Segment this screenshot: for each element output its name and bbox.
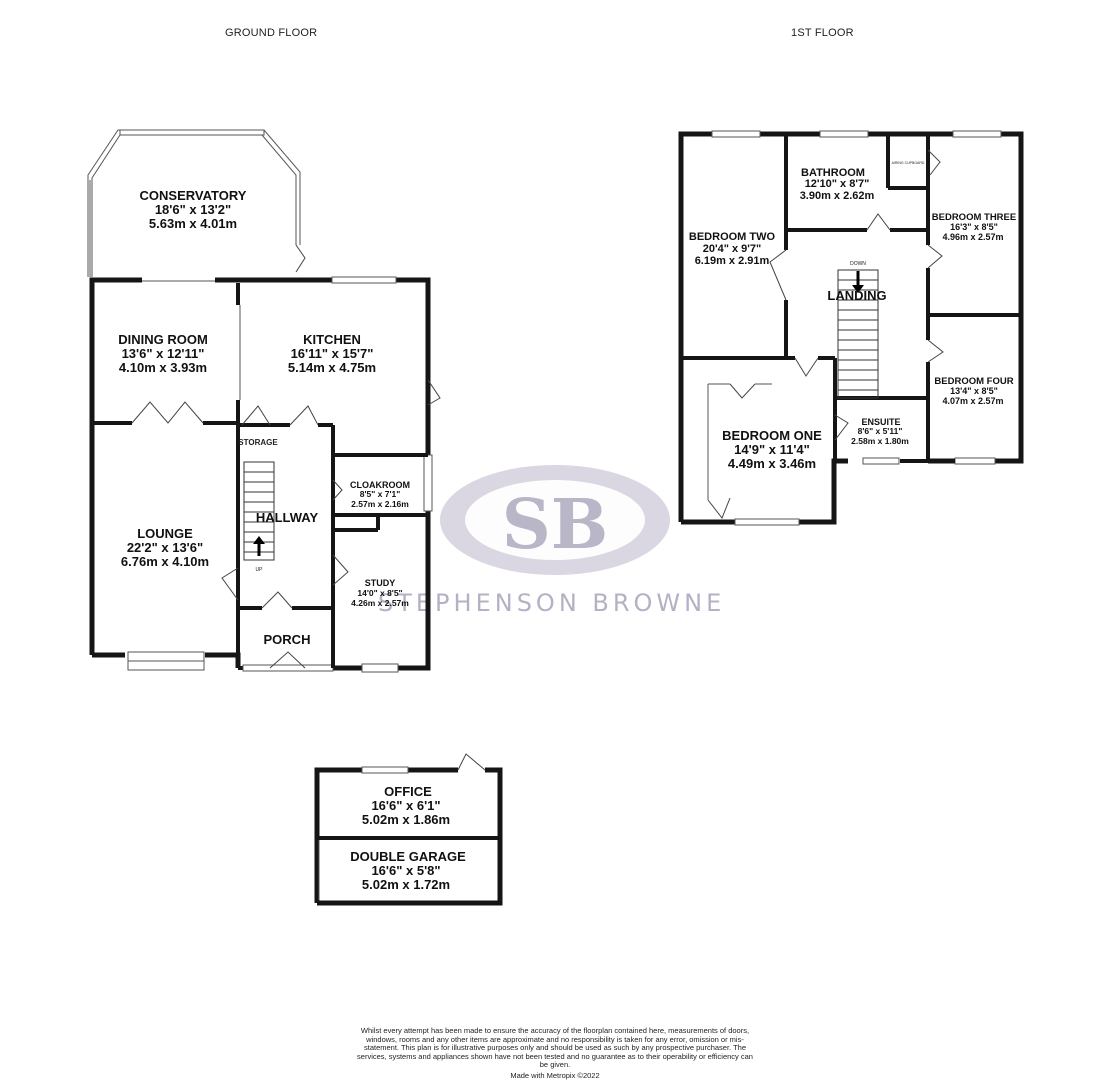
watermark-logo: SB — [440, 465, 670, 575]
porch-name: PORCH — [264, 632, 311, 647]
conservatory-metric: 5.63m x 4.01m — [149, 216, 237, 231]
kitchen-metric: 5.14m x 4.75m — [288, 360, 376, 375]
dining-room-imperial: 13'6" x 12'11" — [122, 346, 205, 361]
credit-text: Made with Metropix ©2022 — [510, 1071, 600, 1080]
dining-room-name: DINING ROOM — [118, 332, 208, 347]
cloakroom-metric: 2.57m x 2.16m — [351, 499, 409, 509]
lounge-name: LOUNGE — [137, 526, 193, 541]
bedroom-one-imperial: 14'9" x 11'4" — [734, 442, 810, 457]
ensuite-imperial: 8'6" x 5'11" — [858, 426, 903, 436]
storage-name: STORAGE — [238, 438, 278, 447]
office-imperial: 16'6" x 6'1" — [371, 798, 440, 813]
bathroom-imperial: 12'10" x 8'7" — [805, 178, 870, 190]
office-name: OFFICE — [384, 784, 432, 799]
bedroom-three-imperial: 16'3" x 8'5" — [950, 222, 998, 232]
study-imperial: 14'0" x 8'5" — [357, 588, 402, 598]
bedroom-four-metric: 4.07m x 2.57m — [942, 396, 1003, 406]
bedroom-one-name: BEDROOM ONE — [722, 428, 822, 443]
cloakroom-imperial: 8'5" x 7'1" — [360, 489, 400, 499]
cloakroom-name: CLOAKROOM — [350, 480, 410, 490]
kitchen-imperial: 16'11" x 15'7" — [291, 346, 374, 361]
first-floor-stairs — [837, 269, 879, 399]
study-metric: 4.26m x 2.57m — [351, 598, 409, 608]
bathroom-metric: 3.90m x 2.62m — [800, 190, 875, 202]
conservatory-outline — [87, 129, 306, 277]
bathroom-name: BATHROOM — [801, 167, 865, 179]
watermark-brand: STEPHENSON BROWNE — [378, 589, 725, 617]
ground-floor-plan: CONSERVATORY 18'6" x 13'2" 5.63m x 4.01m… — [87, 129, 441, 673]
lounge-imperial: 22'2" x 13'6" — [127, 540, 203, 555]
airing-cupboard-label: AIRING CUPBOARD — [892, 161, 925, 165]
ensuite-metric: 2.58m x 1.80m — [851, 436, 909, 446]
bedroom-two-metric: 6.19m x 2.91m — [695, 255, 770, 267]
garage-metric: 5.02m x 1.72m — [362, 877, 450, 892]
bedroom-two-name: BEDROOM TWO — [689, 231, 776, 243]
conservatory-imperial: 18'6" x 13'2" — [155, 202, 231, 217]
stairs-up-label: UP — [256, 567, 264, 573]
lounge-metric: 6.76m x 4.10m — [121, 554, 209, 569]
bedroom-one-metric: 4.49m x 3.46m — [728, 456, 816, 471]
landing-name: LANDING — [827, 288, 886, 303]
kitchen-name: KITCHEN — [303, 332, 361, 347]
ground-floor-title: GROUND FLOOR — [225, 27, 318, 39]
conservatory-name: CONSERVATORY — [140, 188, 247, 203]
ensuite-name: ENSUITE — [861, 417, 900, 427]
garage-name: DOUBLE GARAGE — [350, 849, 466, 864]
bedroom-three-name: BEDROOM THREE — [932, 212, 1016, 223]
outbuilding-plan: OFFICE 16'6" x 6'1" 5.02m x 1.86m DOUBLE… — [314, 753, 503, 906]
dining-room-metric: 4.10m x 3.93m — [119, 360, 207, 375]
study-name: STUDY — [365, 578, 396, 588]
watermark-monogram: SB — [502, 485, 609, 565]
ground-stairs — [243, 461, 275, 561]
hallway-name: HALLWAY — [256, 510, 319, 525]
bedroom-two-imperial: 20'4" x 9'7" — [703, 243, 761, 255]
first-floor-plan: BATHROOM 12'10" x 8'7" 3.90m x 2.62m AIR… — [678, 130, 1024, 526]
bedroom-four-imperial: 13'4" x 8'5" — [950, 386, 998, 396]
bedroom-three-metric: 4.96m x 2.57m — [942, 232, 1003, 242]
bedroom-four-name: BEDROOM FOUR — [934, 376, 1013, 387]
garage-imperial: 16'6" x 5'8" — [371, 863, 440, 878]
stairs-down-label: DOWN — [850, 261, 866, 267]
first-floor-title: 1ST FLOOR — [791, 27, 854, 39]
disclaimer-text: Whilst every attempt has been made to en… — [357, 1026, 753, 1070]
office-metric: 5.02m x 1.86m — [362, 812, 450, 827]
